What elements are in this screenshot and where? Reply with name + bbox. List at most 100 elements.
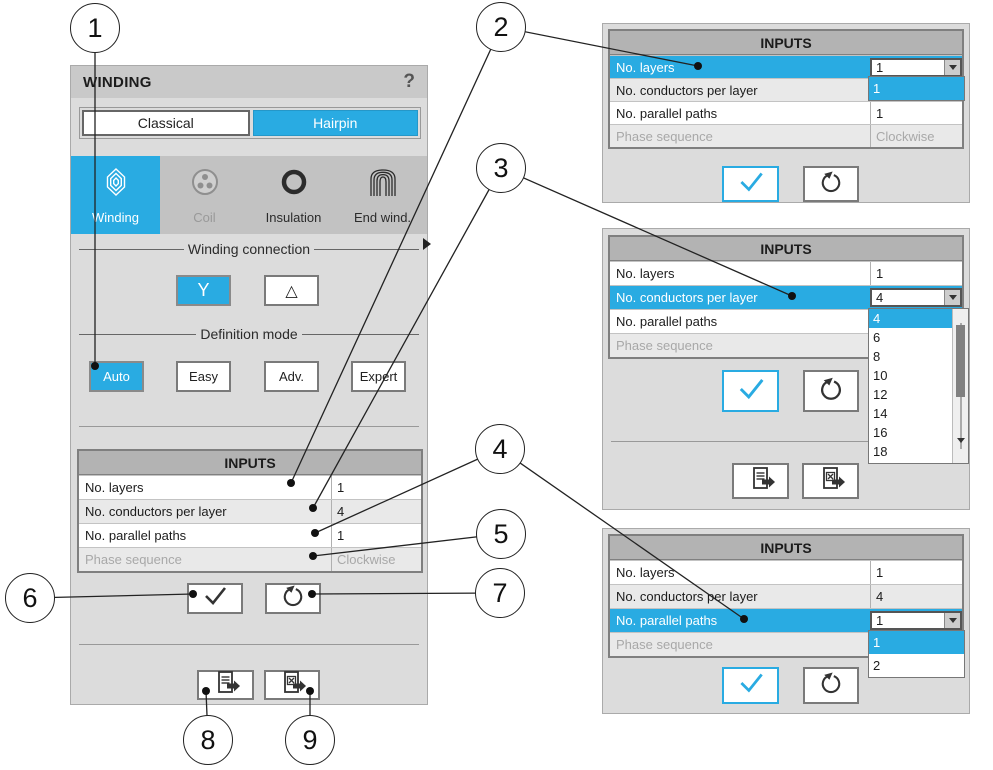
apply-button[interactable]: [722, 166, 779, 202]
mode-adv-button[interactable]: Adv.: [264, 361, 319, 392]
dropdown-item[interactable]: 4: [869, 309, 952, 328]
conductors-combobox[interactable]: 4: [870, 288, 962, 307]
winding-type-switch: Classical Hairpin: [79, 107, 421, 139]
callout-2: 2: [476, 2, 526, 52]
inputs-table: INPUTS No. layers 1 No. conductors per l…: [77, 449, 423, 573]
reset-button[interactable]: [803, 370, 859, 412]
table-row-conductors-selected[interactable]: No. conductors per layer 4: [610, 285, 962, 309]
check-icon: [735, 169, 767, 200]
insulation-ring-icon: [276, 166, 312, 205]
export-report-button[interactable]: [732, 463, 789, 499]
end-winding-icon: [365, 166, 401, 205]
chevron-down-icon: [948, 295, 957, 300]
dropdown-scrollbar[interactable]: [952, 309, 968, 463]
callout-3: 3: [476, 143, 526, 193]
winding-connection-label: Winding connection: [187, 241, 311, 257]
apply-button[interactable]: [187, 583, 243, 614]
help-icon[interactable]: ?: [403, 71, 415, 92]
parallel-paths-value[interactable]: 1: [331, 524, 421, 547]
winding-panel: WINDING ? Classical Hairpin Winding: [70, 65, 431, 705]
dropdown-item[interactable]: 8: [873, 349, 881, 364]
dropdown-item[interactable]: 12: [873, 387, 888, 402]
parallel-paths-combobox[interactable]: 1: [870, 611, 962, 630]
separator: [611, 441, 961, 442]
table-row-no-layers[interactable]: No. layers 1: [610, 560, 962, 584]
separator: [79, 426, 419, 427]
definition-mode-label: Definition mode: [200, 326, 298, 342]
tab-winding-label: Winding: [92, 209, 139, 225]
tab-end-winding-label: End wind.: [353, 209, 412, 225]
panel-expand-arrow-icon[interactable]: [423, 238, 431, 250]
table-row-conductors[interactable]: No. conductors per layer 4: [610, 584, 962, 608]
dropdown-item[interactable]: 1: [869, 77, 964, 100]
mode-expert-button[interactable]: Expert: [351, 361, 406, 392]
tab-coil-label: Coil: [193, 209, 216, 225]
export-excel-button[interactable]: [264, 670, 320, 700]
dropdown-item[interactable]: 14: [873, 406, 888, 421]
scrollbar-thumb[interactable]: [956, 325, 965, 397]
delta-connection-button[interactable]: △: [264, 275, 319, 306]
combobox-dropdown-button[interactable]: [944, 290, 960, 305]
callout-1: 1: [70, 3, 120, 53]
callout-8: 8: [183, 715, 233, 765]
callout-7: 7: [475, 568, 525, 618]
apply-button[interactable]: [722, 667, 779, 704]
apply-button[interactable]: [722, 370, 779, 412]
combobox-dropdown-button[interactable]: [944, 59, 960, 75]
table-row-no-layers: No. layers 1: [79, 475, 421, 499]
no-layers-value[interactable]: 1: [331, 476, 421, 499]
export-excel-button[interactable]: [802, 463, 859, 499]
table-row-no-layers[interactable]: No. layers 1: [610, 261, 962, 285]
dropdown-item[interactable]: 2: [873, 658, 881, 673]
dropdown-item[interactable]: 6: [873, 330, 881, 345]
reset-button[interactable]: [803, 166, 859, 202]
wye-label: Y: [197, 280, 210, 300]
classical-button[interactable]: Classical: [82, 110, 250, 136]
wye-connection-button[interactable]: Y: [176, 275, 231, 306]
table-row-no-layers-selected[interactable]: No. layers 1: [610, 55, 962, 78]
combobox-dropdown-button[interactable]: [944, 613, 960, 628]
tab-coil[interactable]: Coil: [160, 156, 249, 234]
callout-6: 6: [5, 573, 55, 623]
hairpin-button[interactable]: Hairpin: [252, 110, 418, 136]
layers-dropdown-list: 1: [868, 76, 965, 101]
callout-4: 4: [475, 424, 525, 474]
tab-end-winding[interactable]: End wind.: [338, 156, 427, 234]
winding-tabbar: Winding Coil: [71, 156, 427, 234]
inputs-table-header: INPUTS: [79, 451, 421, 475]
dropdown-item[interactable]: 1: [869, 631, 964, 654]
conductors-value[interactable]: 4: [331, 500, 421, 523]
table-row-parallel-paths[interactable]: No. parallel paths 1: [610, 101, 962, 124]
winding-connection-section: Winding connection: [79, 240, 419, 258]
table-row-parallel-paths-selected[interactable]: No. parallel paths 1: [610, 608, 962, 632]
tab-insulation[interactable]: Insulation: [249, 156, 338, 234]
panel-title: WINDING: [83, 73, 152, 91]
reset-button[interactable]: [803, 667, 859, 704]
export-report-button[interactable]: [197, 670, 254, 700]
conductors-dropdown-list: 4 6 8 10 12 14 16 18: [868, 308, 969, 464]
mode-auto-button[interactable]: Auto: [89, 361, 144, 392]
reset-button[interactable]: [265, 583, 321, 614]
scroll-down-icon[interactable]: [957, 438, 965, 461]
check-icon: [734, 375, 768, 408]
dropdown-item[interactable]: 16: [873, 425, 888, 440]
tab-winding[interactable]: Winding: [71, 156, 160, 234]
tab-insulation-label: Insulation: [265, 209, 322, 225]
check-icon: [200, 584, 230, 613]
winding-panel-titlebar: WINDING ?: [71, 66, 427, 98]
table-row-parallel-paths: No. parallel paths 1: [79, 523, 421, 547]
reset-icon: [818, 670, 844, 701]
dropdown-item[interactable]: 10: [873, 368, 888, 383]
dropdown-item[interactable]: 18: [873, 444, 888, 459]
export-document-icon: [211, 670, 241, 701]
export-document-icon: [746, 466, 776, 497]
inputs-panel-layers: INPUTS No. layers 1 No. conductors per l…: [602, 23, 970, 203]
reset-icon: [280, 583, 306, 614]
callout-5: 5: [476, 509, 526, 559]
parallel-paths-dropdown-list: 1 2: [868, 630, 965, 678]
check-icon: [735, 670, 767, 701]
reset-icon: [818, 169, 844, 200]
mode-easy-button[interactable]: Easy: [176, 361, 231, 392]
no-layers-combobox[interactable]: 1: [870, 57, 962, 77]
